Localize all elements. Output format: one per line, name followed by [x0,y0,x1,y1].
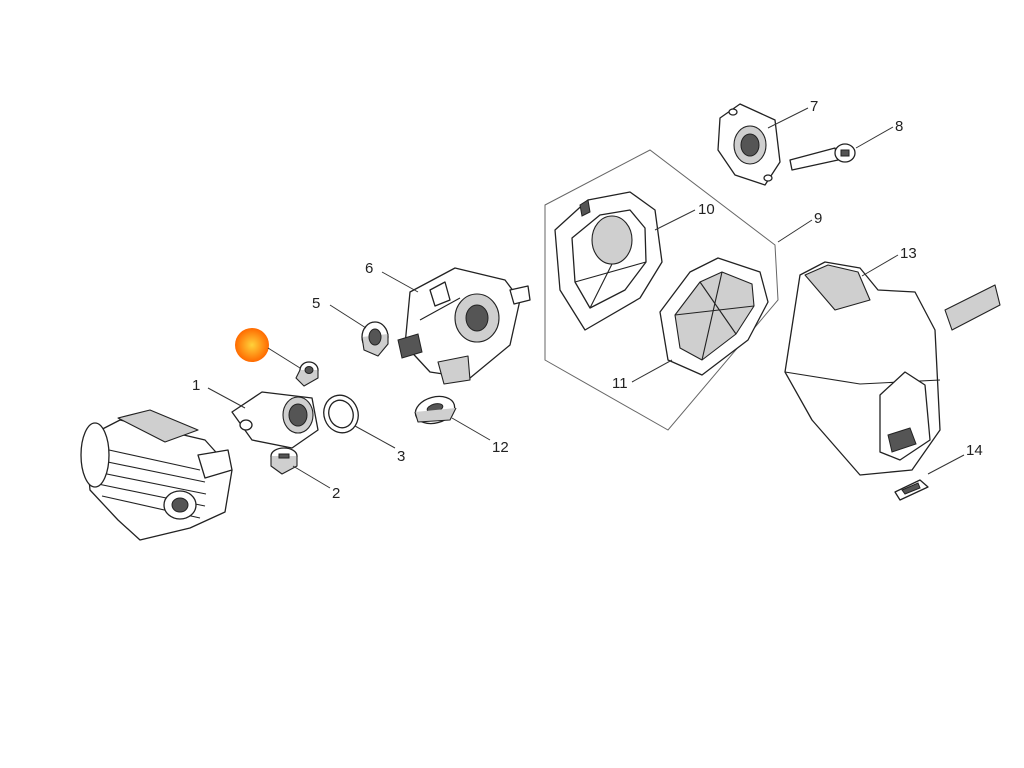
callout-14: 14 [966,442,983,459]
leader-hotspot [267,347,301,369]
callout-11: 11 [612,375,628,392]
leader-2 [292,465,331,489]
callout-12: 12 [492,439,509,456]
cylinder-part[interactable] [80,409,233,541]
leader-14 [927,454,965,475]
leader-10 [654,209,696,231]
screw-part-2[interactable] [270,447,298,475]
leader-3 [354,425,396,449]
callout-13: 13 [900,245,917,262]
clip-part-14[interactable] [894,479,929,501]
callout-1: 1 [192,377,200,394]
bushing-part-5[interactable] [361,321,389,357]
flange-part-7[interactable] [717,103,781,186]
callout-8: 8 [895,118,903,135]
leader-9 [777,219,813,243]
leader-5 [329,304,367,329]
leader-6 [381,271,419,293]
callout-6: 6 [365,260,373,277]
intake-manifold-part[interactable] [231,391,319,449]
leader-13 [861,254,899,277]
leader-11 [631,359,673,383]
highlight-hotspot[interactable] [235,328,269,362]
callout-2: 2 [332,485,340,502]
leader-1 [207,387,246,409]
filter-holder-part-10[interactable] [554,191,663,331]
callout-9: 9 [814,210,822,227]
filter-element-part-11[interactable] [659,257,769,376]
leader-8 [855,126,894,149]
air-filter-group-frame [544,149,779,431]
callout-10: 10 [698,201,715,218]
leader-lines [207,107,965,489]
callout-3: 3 [397,448,405,465]
filter-cover-part-13[interactable] [784,261,1001,476]
callout-7: 7 [810,98,818,115]
grommet-part-12[interactable] [412,392,457,427]
leader-7 [767,107,809,129]
callout-labels: 1 2 3 5 6 7 8 9 10 11 12 13 14 [192,98,983,502]
ring-gasket-part-3[interactable] [319,390,364,437]
carburetor-part-6[interactable] [397,267,531,385]
small-sleeve-part[interactable] [295,361,319,387]
leader-12 [451,417,491,441]
callout-5: 5 [312,295,320,312]
bolt-part-8[interactable] [789,143,856,171]
